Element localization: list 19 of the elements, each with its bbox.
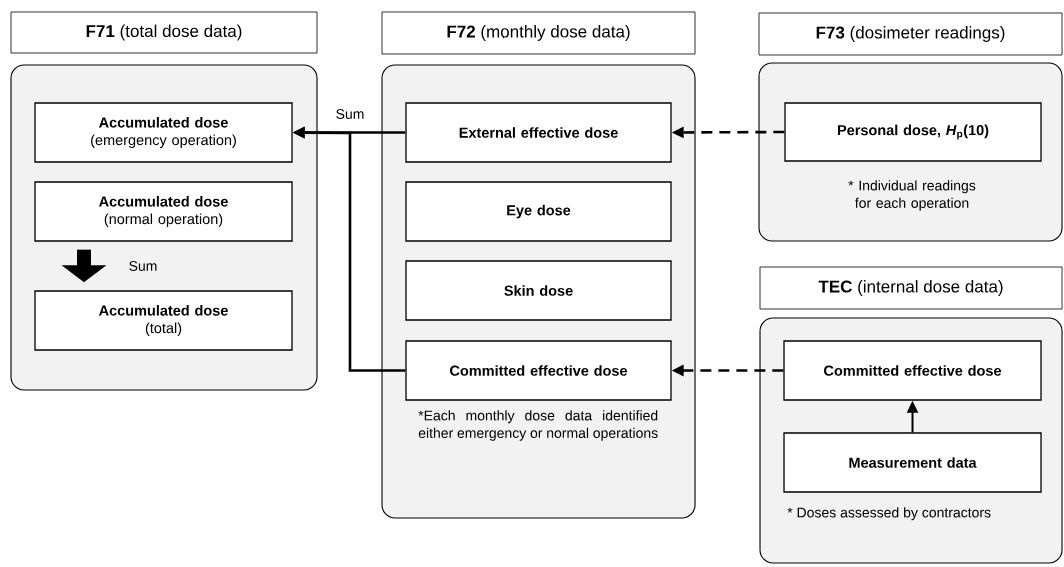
note-text: * Doses assessed by contractors <box>787 507 991 521</box>
dose-box: Accumulated dose (total) <box>34 290 293 351</box>
dose-box: Skin dose <box>405 260 672 321</box>
dose-box: Eye dose <box>405 181 672 242</box>
edge-label: Sum <box>127 260 159 272</box>
dose-box: External effective dose <box>405 102 672 163</box>
note-text: * Individual readings for each operation <box>848 180 976 211</box>
edge-label: Sum <box>334 108 366 120</box>
dose-box: Accumulated dose (emergency operation) <box>34 102 293 163</box>
header-box: F72 (monthly dose data) <box>381 11 696 55</box>
dose-box: Accumulated dose (normal operation) <box>34 181 293 242</box>
header-box: TEC (internal dose data) <box>759 266 1063 310</box>
dose-box: Personal dose, H$_{p}$(10) <box>784 102 1042 162</box>
header-box: F71 (total dose data) <box>10 11 318 54</box>
header-box: F73 (dosimeter readings) <box>758 12 1063 56</box>
dose-box: Measurement data <box>783 432 1042 493</box>
dose-box: Committed effective dose <box>405 340 672 401</box>
note-text: *Each monthly dose data identified either emergency or normal operations <box>418 410 658 441</box>
dose-box: Committed effective dose <box>783 340 1042 401</box>
